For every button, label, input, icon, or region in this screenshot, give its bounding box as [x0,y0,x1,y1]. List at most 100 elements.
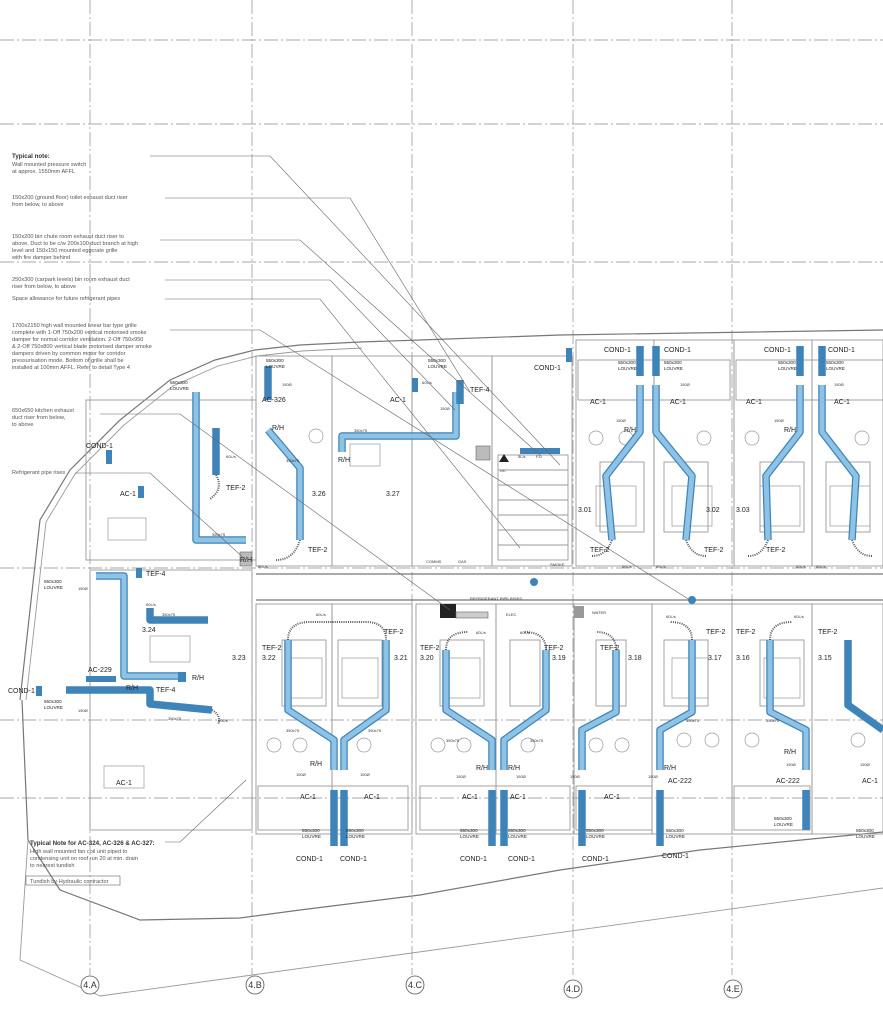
tag-diameter: 150Ø [516,774,526,779]
typical-note-line-1: Wall mounted pressure switch [12,162,86,168]
tag-louvre-size: 550x300 [778,360,796,365]
tag-diameter: 150Ø [570,774,580,779]
tag-louvre: LOUVRE [664,366,683,371]
tag-rh: R/H [784,427,796,434]
tag-duct-size: 350x75 [162,612,176,617]
tag-cond: COND-1 [828,347,855,354]
tag-duct-size: 350x75 [354,428,368,433]
tag-ac: AC-1 [604,794,620,801]
tag-louvre-size: 550x300 [44,579,62,584]
tag-tef-2: TEF-2 [226,485,246,492]
grid-label-4d: 4.D [566,984,581,994]
room-partitions [85,339,883,835]
tag-duct-size: 350x75 [286,728,300,733]
tag-cond: COND-1 [460,856,487,863]
grid-bubble-4e [723,979,743,999]
tag-louvre: LOUVRE [618,366,637,371]
tag-airflow: 60L/s [816,564,826,569]
tag-louvre-size: 550x300 [428,358,446,363]
tag-ac-222: AC-222 [776,778,800,785]
tag-rh: R/H [508,765,520,772]
tag-refrigerant-rises: REFRIGERANT PIPE RISES [470,596,522,601]
tag-tef-2: TEF-2 [262,645,282,652]
tag-ac: AC-1 [462,794,478,801]
note-kitchen-exhaust-3: to above [12,422,33,428]
tag-tef-2: TEF-2 [818,629,838,636]
note-grille-5: dampers driven by common motor for corri… [12,351,126,357]
room-3-21: 3.21 [394,655,408,662]
equipment [36,348,696,696]
tag-tef-2: TEF-2 [590,547,610,554]
tag-tef-2: TEF-2 [736,629,756,636]
tag-ac: AC-1 [670,399,686,406]
tag-louvre-size: 550x300 [664,360,682,365]
note-bin-room-1: 250x300 (carpark levels) bin room exhaus… [12,277,130,283]
tag-louvre-size: 550x300 [302,828,320,833]
tag-diameter: 150Ø [78,708,88,713]
note-bin-room-2: riser from below, to above [12,284,76,290]
tag-ac: AC-1 [510,794,526,801]
tag-duct-size: 350x75 [766,718,780,723]
tag-louvre-size: 550x300 [856,828,874,833]
tag-cond: COND-1 [8,688,35,695]
note-refrigerant-space: Space allowance for future refrigerant p… [12,296,120,302]
note-grille-3: damper for normal corridor ventilation. … [12,337,143,343]
room-3-18: 3.18 [628,655,642,662]
tag-airflow: 60L/s [796,564,806,569]
tag-tef-2: TEF-2 [704,547,724,554]
room-3-20: 3.20 [420,655,434,662]
grid-label-4b: 4.B [248,980,262,990]
tag-louvre-size: 550x300 [666,828,684,833]
ductwork [66,346,883,846]
tag-cond: COND-1 [508,856,535,863]
note-grille-7: installed at 100mm AFFL. Refer to detail… [12,365,130,371]
tag-rh: R/H [310,761,322,768]
note-kitchen-exhaust-2: duct riser from below, [12,415,66,421]
grid-bubble-4c [405,975,425,995]
room-3-15: 3.15 [818,655,832,662]
tag-rh: R/H [476,765,488,772]
notes: Typical note: Wall mounted pressure swit… [11,153,155,886]
tag-airflow: 60L/s [794,614,804,619]
tag-cond: COND-1 [764,347,791,354]
room-3-23: 3.23 [232,655,246,662]
tag-uc: UC [500,468,506,473]
tag-cond: COND-1 [664,347,691,354]
tag-louvre: LOUVRE [826,366,845,371]
tag-louvre: LOUVRE [346,834,365,839]
tag-diameter: 150Ø [282,382,292,387]
tag-louvre-size: 550x300 [586,828,604,833]
tag-airflow: 60L/s [218,718,228,723]
tag-louvre-size: 550x300 [774,816,792,821]
grid-label-4e: 4.E [726,984,740,994]
tag-louvre: LOUVRE [666,834,685,839]
tag-smoke: SMOKE [550,562,565,567]
tag-ac: AC-1 [590,399,606,406]
tag-duct-size: 350x75 [446,738,460,743]
tag-comms: COMMS [426,559,442,564]
tag-duct-size: 350x75 [530,738,544,743]
tag-rh: R/H [192,675,204,682]
tag-ac: AC-1 [116,780,132,787]
tag-louvre-size: 550x300 [346,828,364,833]
tag-louvre: LOUVRE [460,834,479,839]
tag-diameter: 150Ø [648,774,658,779]
tag-ac: AC-1 [834,399,850,406]
tag-tef-2: TEF-2 [706,629,726,636]
tag-diameter: 150Ø [774,418,784,423]
tag-cond: COND-1 [662,853,689,860]
tag-airflow: 60L/s [258,564,268,569]
tag-louvre: LOUVRE [774,822,793,827]
grid-bubble-4a [80,975,100,995]
tag-diameter: 150Ø [360,772,370,777]
tag-tef-2: TEF-2 [600,645,620,652]
tag-cond: COND-1 [86,443,113,450]
tag-gas: GAS [458,559,467,564]
room-3-22: 3.22 [262,655,276,662]
tag-cond: COND-1 [340,856,367,863]
bottom-note-line-2: condensing unit on roof run 20 at min. d… [30,856,138,862]
tag-ac: AC-1 [390,397,406,404]
tag-duct-size: 350x75 [168,716,182,721]
tag-elec: ELEC [506,612,517,617]
note-toilet-exhaust-2: from below, to above [12,202,64,208]
